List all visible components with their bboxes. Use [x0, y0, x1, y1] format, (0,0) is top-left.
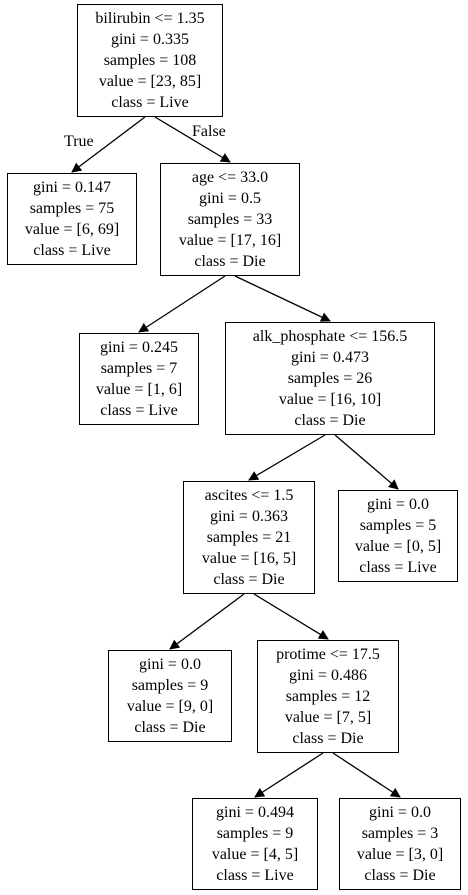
- node-text-line: value = [16, 5]: [201, 550, 297, 567]
- node-text-line: class = Die: [294, 412, 366, 429]
- node-text-line: samples = 26: [287, 370, 373, 387]
- node-text-line: samples = 7: [100, 360, 178, 377]
- node-text-line: value = [9, 0]: [126, 698, 214, 715]
- tree-node-n9: gini = 0.494 samples = 9 value = [4, 5] cla…: [192, 798, 318, 890]
- edge-label-false: False: [192, 123, 226, 140]
- node-text-line: gini = 0.0: [139, 656, 201, 673]
- node-text-line: class = Live: [33, 242, 111, 259]
- tree-node-n1: gini = 0.147 samples = 75 value = [6, 69] c…: [7, 173, 137, 265]
- node-text-line: samples = 21: [206, 529, 292, 546]
- node-text-line: gini = 0.473: [291, 349, 369, 366]
- node-text-line: class = Die: [292, 730, 364, 747]
- node-text-line: value = [1, 6]: [95, 381, 183, 398]
- node-text-line: value = [16, 10]: [278, 391, 382, 408]
- tree-edge-n4-n5: [248, 434, 326, 481]
- node-text-line: value = [0, 5]: [354, 538, 442, 555]
- node-text-line: class = Die: [194, 253, 266, 270]
- tree-node-n5: ascites <= 1.5 gini = 0.363 samples = 21 va…: [183, 481, 315, 594]
- tree-node-n10: gini = 0.0 samples = 3 value = [3, 0] class…: [339, 798, 461, 890]
- node-text-line: value = [7, 5]: [284, 709, 372, 726]
- node-text-line: gini = 0.486: [289, 667, 367, 684]
- edge-label-true: True: [64, 133, 94, 150]
- node-text-line: protime <= 17.5: [276, 646, 380, 663]
- tree-edge-n5-n8: [253, 593, 329, 640]
- node-text-line: class = Live: [111, 94, 189, 111]
- node-text-line: bilirubin <= 1.35: [95, 10, 205, 27]
- node-text-line: samples = 3: [361, 825, 439, 842]
- node-text-line: age <= 33.0: [191, 169, 269, 186]
- tree-node-n3: gini = 0.245 samples = 7 value = [1, 6] cla…: [79, 333, 199, 425]
- node-text-line: value = [6, 69]: [24, 221, 120, 238]
- tree-edge-n4-n6: [334, 434, 399, 490]
- node-text-line: alk_phosphate <= 156.5: [252, 328, 408, 345]
- node-text-line: gini = 0.147: [33, 179, 111, 196]
- tree-edge-n0-n1: [71, 116, 146, 173]
- node-text-line: samples = 108: [103, 52, 197, 69]
- tree-edge-n5-n7: [169, 593, 245, 650]
- node-text-line: samples = 33: [187, 211, 273, 228]
- node-text-line: gini = 0.0: [369, 804, 431, 821]
- node-text-line: gini = 0.335: [111, 31, 189, 48]
- node-text-line: class = Live: [100, 402, 178, 419]
- node-text-line: ascites <= 1.5: [204, 487, 294, 504]
- node-text-line: value = [3, 0]: [356, 846, 444, 863]
- node-text-line: class = Live: [216, 867, 294, 884]
- node-text-line: gini = 0.0: [367, 496, 429, 513]
- node-text-line: samples = 5: [359, 517, 437, 534]
- tree-edge-n8-n9: [254, 752, 324, 798]
- node-text-line: gini = 0.5: [199, 190, 261, 207]
- tree-node-n8: protime <= 17.5 gini = 0.486 samples = 12 v…: [257, 640, 399, 753]
- node-text-line: class = Die: [213, 571, 285, 588]
- node-text-line: samples = 75: [29, 200, 115, 217]
- tree-edge-n0-n2: [154, 116, 231, 163]
- node-text-line: gini = 0.363: [210, 508, 288, 525]
- node-text-line: value = [4, 5]: [211, 846, 299, 863]
- tree-node-n0: bilirubin <= 1.35 gini = 0.335 samples = 1…: [77, 4, 223, 117]
- node-text-line: samples = 12: [285, 688, 371, 705]
- node-text-line: gini = 0.245: [100, 339, 178, 356]
- tree-node-n7: gini = 0.0 samples = 9 value = [9, 0] class…: [108, 650, 232, 742]
- node-text-line: class = Die: [134, 719, 206, 736]
- tree-node-n4: alk_phosphate <= 156.5 gini = 0.473 sample…: [225, 322, 435, 435]
- tree-node-n2: age <= 33.0 gini = 0.5 samples = 33 value =…: [160, 163, 300, 276]
- node-text-line: samples = 9: [216, 825, 294, 842]
- tree-edge-n8-n10: [332, 752, 401, 798]
- node-text-line: class = Die: [364, 867, 436, 884]
- node-text-line: class = Live: [359, 559, 437, 576]
- tree-edge-n2-n4: [234, 275, 331, 322]
- tree-node-n6: gini = 0.0 samples = 5 value = [0, 5] class…: [338, 490, 458, 582]
- tree-edge-n2-n3: [138, 275, 226, 333]
- node-text-line: value = [23, 85]: [98, 73, 202, 90]
- node-text-line: samples = 9: [131, 677, 209, 694]
- node-text-line: gini = 0.494: [216, 804, 294, 821]
- node-text-line: value = [17, 16]: [178, 232, 282, 249]
